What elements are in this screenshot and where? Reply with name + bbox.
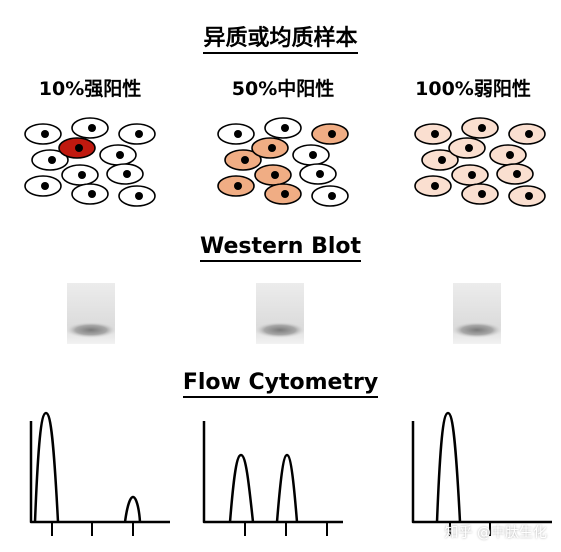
western-blot-lane-strong xyxy=(67,283,115,344)
western-blot-band-icon xyxy=(67,322,115,338)
nucleus xyxy=(41,182,49,190)
cell-icon xyxy=(106,163,144,185)
watermark: 知乎 @中肽生化 xyxy=(444,525,547,541)
western-blot-band-icon xyxy=(453,322,501,338)
nucleus xyxy=(309,151,317,159)
nucleus xyxy=(431,182,439,190)
nucleus xyxy=(478,190,486,198)
nucleus xyxy=(234,130,242,138)
cell-icon xyxy=(71,183,109,205)
cell-icon xyxy=(299,163,337,185)
cell-icon xyxy=(461,183,499,205)
main-title: 异质或均质样本 xyxy=(0,20,561,54)
western-blot-band-icon xyxy=(256,322,304,338)
flow-histogram-medium xyxy=(202,421,343,536)
cell-icon xyxy=(311,123,349,145)
cell-icon xyxy=(421,149,459,171)
group-label-medium: 50%中阳性 xyxy=(231,78,335,100)
cell-icon xyxy=(71,117,109,139)
cell-icon xyxy=(311,185,349,207)
cell-icon xyxy=(99,144,137,166)
cell-icon xyxy=(24,123,62,145)
nucleus xyxy=(88,124,96,132)
nucleus xyxy=(328,192,336,200)
flow-histogram-strong xyxy=(29,411,170,536)
nucleus xyxy=(268,144,276,152)
flow-cytometry-title-text: Flow Cytometry xyxy=(182,370,379,398)
nucleus xyxy=(234,182,242,190)
nucleus xyxy=(241,156,249,164)
western-blot-title: Western Blot xyxy=(0,234,561,262)
histogram-peak-single xyxy=(435,411,462,523)
nucleus xyxy=(41,130,49,138)
nucleus xyxy=(513,170,521,178)
cell-icon xyxy=(496,163,534,185)
nucleus xyxy=(438,156,446,164)
nucleus xyxy=(316,170,324,178)
group-label-strong: 10%强阳性 xyxy=(38,78,142,100)
flow-histogram-weak xyxy=(411,411,552,536)
main-title-text: 异质或均质样本 xyxy=(203,26,358,54)
nucleus xyxy=(281,190,289,198)
nucleus xyxy=(525,192,533,200)
nucleus xyxy=(116,151,124,159)
histogram-axes xyxy=(202,421,343,524)
nucleus xyxy=(75,144,83,152)
nucleus xyxy=(431,130,439,138)
cell-icon xyxy=(217,175,255,197)
nucleus xyxy=(525,130,533,138)
cell-icon xyxy=(118,185,156,207)
cell-icon xyxy=(508,185,546,207)
cell-icon xyxy=(24,175,62,197)
histogram-axes xyxy=(29,421,170,524)
cell-icon xyxy=(264,117,302,139)
histogram-peak-negative xyxy=(228,453,255,523)
group-label-weak: 100%弱阳性 xyxy=(415,78,531,100)
nucleus xyxy=(135,192,143,200)
cell-icon xyxy=(448,137,486,159)
cell-icon xyxy=(489,144,527,166)
histogram-peak-positive xyxy=(275,453,299,523)
nucleus xyxy=(506,151,514,159)
histogram-peak-negative xyxy=(33,411,60,523)
cell-icon xyxy=(251,137,289,159)
nucleus xyxy=(78,171,86,179)
cell-icon xyxy=(118,123,156,145)
nucleus xyxy=(123,170,131,178)
cell-icon xyxy=(224,149,262,171)
cell-icon xyxy=(264,183,302,205)
cell-icon xyxy=(508,123,546,145)
nucleus xyxy=(88,190,96,198)
cell-icon xyxy=(217,123,255,145)
cell-icon xyxy=(451,164,489,186)
nucleus xyxy=(48,156,56,164)
nucleus xyxy=(465,144,473,152)
cell-cluster-strong xyxy=(24,117,156,207)
nucleus xyxy=(271,171,279,179)
cell-icon xyxy=(292,144,330,166)
cell-cluster-medium xyxy=(217,117,349,207)
western-blot-lane-weak xyxy=(453,283,501,344)
western-blot-lane-medium xyxy=(256,283,304,344)
nucleus xyxy=(468,171,476,179)
nucleus xyxy=(328,130,336,138)
cell-icon xyxy=(61,164,99,186)
histogram-axes xyxy=(411,421,552,524)
cell-icon xyxy=(31,149,69,171)
cell-icon xyxy=(58,137,96,159)
western-blot-title-text: Western Blot xyxy=(199,234,362,262)
cell-cluster-weak xyxy=(414,117,546,207)
cell-icon xyxy=(414,123,452,145)
cell-icon xyxy=(414,175,452,197)
nucleus xyxy=(281,124,289,132)
cell-icon xyxy=(254,164,292,186)
histogram-peak-positive xyxy=(123,495,142,523)
flow-cytometry-title: Flow Cytometry xyxy=(0,370,561,398)
nucleus xyxy=(478,124,486,132)
nucleus xyxy=(135,130,143,138)
cell-icon xyxy=(461,117,499,139)
